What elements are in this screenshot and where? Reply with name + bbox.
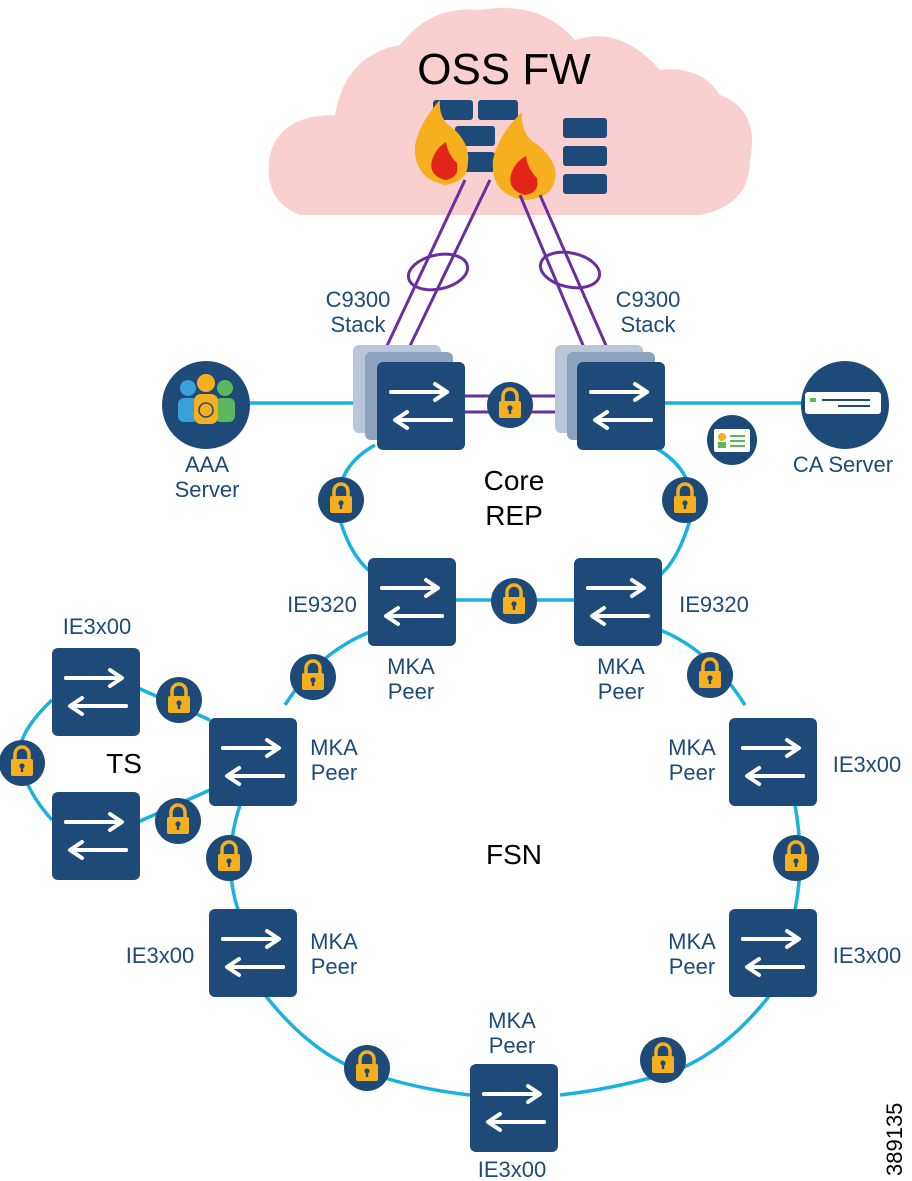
core-label-line1: Core — [484, 465, 545, 496]
left-bottom-peer-line2: Peer — [311, 954, 357, 979]
stack-right-line2: Stack — [620, 312, 676, 337]
right-mid-name: IE3x00 — [833, 752, 902, 777]
ca-label: CA Server — [793, 452, 893, 477]
right-bottom-peer-line2: Peer — [669, 954, 715, 979]
ie9320-left-peer-line2: Peer — [388, 679, 434, 704]
title: OSS FW — [417, 45, 591, 94]
aaa-server-icon — [162, 361, 250, 449]
bottom-peer-line2: Peer — [489, 1033, 535, 1058]
lock-icon — [660, 475, 710, 525]
right-mid-peer-line1: MKA — [668, 735, 716, 760]
aaa-label-line2: Server — [175, 477, 240, 502]
lock-icon — [489, 576, 539, 626]
aaa-label-line1: AAA — [185, 452, 229, 477]
lock-icon — [204, 833, 254, 883]
bottom-peer-line1: MKA — [488, 1008, 536, 1033]
fsn-left-bottom-switch — [209, 909, 297, 997]
ca-server-icon — [801, 361, 889, 449]
ie9320-right-switch — [574, 558, 662, 646]
ts-switch-top — [52, 648, 140, 736]
fsn-right-mid-switch — [729, 718, 817, 806]
stack-switch-right — [555, 345, 665, 450]
figure-id: 389135 — [882, 1103, 907, 1176]
ie9320-right-peer-line1: MKA — [597, 654, 645, 679]
core-label-line2: REP — [485, 500, 543, 531]
lock-icon — [153, 796, 203, 846]
fsn-left-mid-switch — [209, 718, 297, 806]
ie9320-left-switch — [368, 558, 456, 646]
lock-icon — [638, 1035, 688, 1085]
left-mid-peer-line1: MKA — [310, 735, 358, 760]
uplink-lag-right — [518, 194, 610, 351]
lock-icon — [154, 675, 204, 725]
stack-left-line1: C9300 — [326, 287, 391, 312]
lock-icon — [316, 475, 366, 525]
right-bottom-name: IE3x00 — [833, 943, 902, 968]
ts-switch-bottom — [52, 792, 140, 880]
lock-icon — [771, 833, 821, 883]
fsn-right-bottom-switch — [729, 909, 817, 997]
left-bottom-peer-line1: MKA — [310, 929, 358, 954]
bottom-name: IE3x00 — [478, 1157, 547, 1181]
ie9320-right-peer-line2: Peer — [598, 679, 644, 704]
ie9320-left-peer-line1: MKA — [387, 654, 435, 679]
lock-icon — [485, 380, 535, 430]
ie9320-right-label: IE9320 — [679, 592, 749, 617]
stack-right-line1: C9300 — [616, 287, 681, 312]
left-bottom-name: IE3x00 — [126, 943, 195, 968]
lock-icon — [685, 650, 735, 700]
ts-label: TS — [106, 748, 142, 779]
fsn-bottom-switch — [470, 1064, 558, 1152]
ts-top-label: IE3x00 — [63, 614, 132, 639]
certificate-icon — [707, 415, 757, 465]
firewall-icon — [414, 100, 607, 200]
lock-icon — [288, 652, 338, 702]
stack-switch-left — [353, 345, 465, 450]
left-mid-peer-line2: Peer — [311, 760, 357, 785]
ie9320-left-label: IE9320 — [287, 592, 357, 617]
fsn-label: FSN — [486, 839, 542, 870]
right-mid-peer-line2: Peer — [669, 760, 715, 785]
lock-icon — [342, 1043, 392, 1093]
stack-left-line2: Stack — [330, 312, 386, 337]
right-bottom-peer-line1: MKA — [668, 929, 716, 954]
lock-icon — [0, 738, 47, 788]
uplink-lag-left — [383, 179, 492, 351]
